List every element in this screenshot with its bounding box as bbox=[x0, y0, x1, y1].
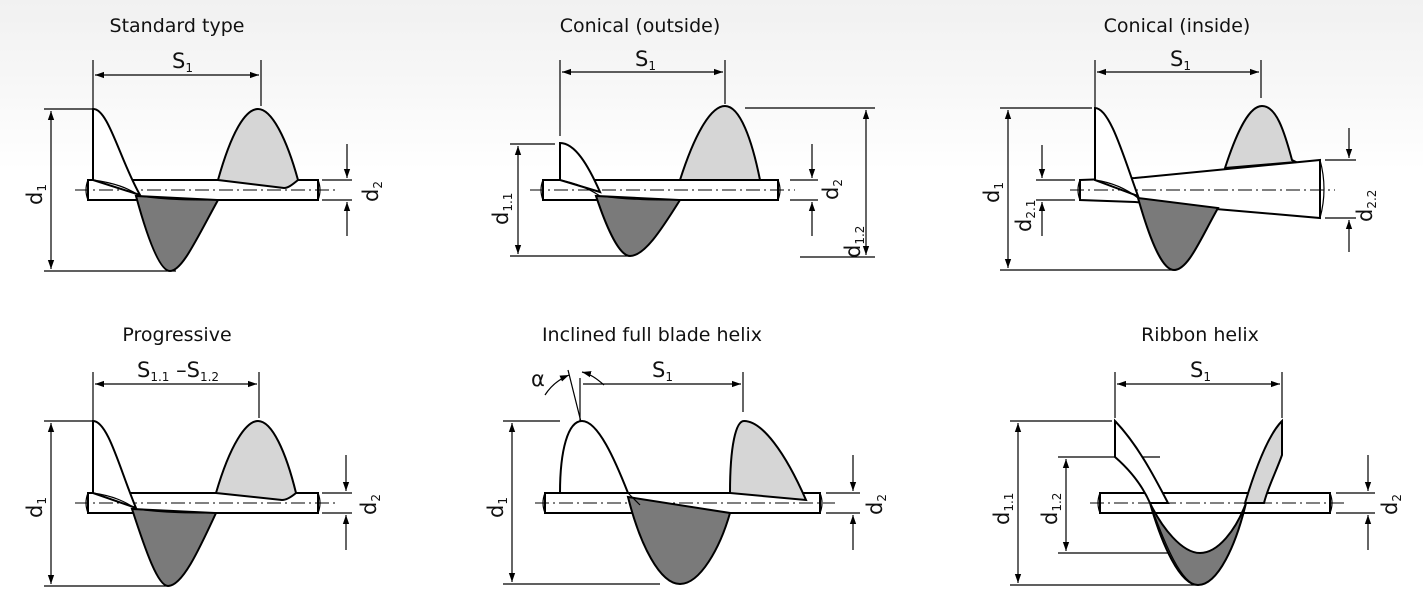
dim-d2: d2 bbox=[1378, 494, 1404, 515]
dim-d1: d1 bbox=[23, 497, 49, 518]
pitch-label: S1 bbox=[635, 47, 656, 73]
dim-d1-2: d1.2 bbox=[1038, 493, 1064, 525]
dim-d2: d2 bbox=[863, 494, 889, 515]
pitch-label: S1 bbox=[1170, 47, 1191, 73]
dim-d1: d1 bbox=[980, 182, 1006, 203]
pitch-label: S1 bbox=[172, 49, 193, 75]
panel-title: Standard type bbox=[110, 15, 245, 37]
dim-d1: d1 bbox=[484, 497, 510, 518]
panel-title: Ribbon helix bbox=[1141, 324, 1259, 346]
panel-progressive: Progressive S1.1 –S1.2 d1 d2 bbox=[23, 324, 383, 588]
dim-d1-1: d1.1 bbox=[489, 193, 515, 225]
panel-ribbon-helix: Ribbon helix S1 d1.1 d1.2 d2 bbox=[990, 324, 1404, 587]
panel-standard-type: Standard type S1 d1 d2 bbox=[23, 15, 385, 273]
panel-title: Progressive bbox=[122, 324, 231, 346]
panel-title: Conical (inside) bbox=[1104, 15, 1251, 37]
dim-d2: d2 bbox=[359, 181, 385, 202]
panel-inclined-full-blade-helix: Inclined full blade helix α S1 d1 d2 bbox=[484, 324, 889, 586]
pitch-label: S1.1 –S1.2 bbox=[137, 358, 219, 384]
panel-conical-outside: Conical (outside) S1 d1.1 d2 d1.2 bbox=[489, 15, 875, 258]
dim-d2: d2 bbox=[819, 179, 845, 200]
panel-title: Inclined full blade helix bbox=[542, 324, 762, 346]
panel-title: Conical (outside) bbox=[560, 15, 721, 37]
dim-d2: d2 bbox=[357, 494, 383, 515]
panel-conical-inside: Conical (inside) S1 d1 d2.1 d2.2 bbox=[980, 15, 1379, 272]
dim-d1-2: d1.2 bbox=[841, 226, 867, 258]
angle-alpha: α bbox=[531, 367, 545, 391]
dim-d1-1: d1.1 bbox=[990, 493, 1016, 525]
pitch-label: S1 bbox=[1190, 358, 1211, 384]
dim-d2-2: d2.2 bbox=[1353, 190, 1379, 222]
dim-d2-1: d2.1 bbox=[1012, 200, 1038, 232]
dim-d1: d1 bbox=[23, 184, 49, 205]
pitch-label: S1 bbox=[652, 358, 673, 384]
